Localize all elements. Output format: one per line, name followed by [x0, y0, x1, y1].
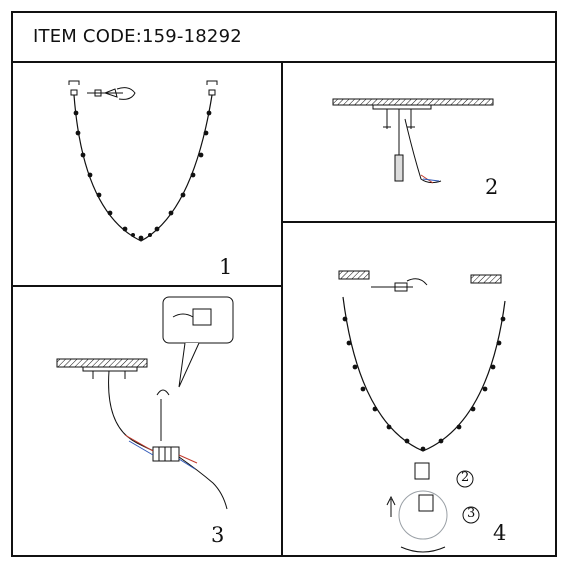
step-1-panel: 1 [13, 63, 283, 287]
drill-icon [394, 154, 404, 182]
wire-blue [128, 440, 154, 456]
item-code: ITEM CODE:159-18292 [33, 26, 242, 47]
step-2-number: 2 [485, 175, 499, 199]
right-hook [208, 89, 216, 96]
instruction-sheet: ITEM CODE:159-18292 [11, 11, 557, 557]
hand-icon [172, 313, 194, 318]
left-ceiling [338, 270, 370, 280]
step-2-panel: 2 [283, 63, 555, 223]
step-1-illustration [68, 80, 218, 242]
hand-icon [116, 87, 136, 100]
chain-beads [73, 110, 212, 241]
wire-blue [422, 178, 440, 182]
lamp-socket [414, 462, 430, 480]
ceiling [332, 98, 494, 106]
sub-step-marker-2 [456, 470, 474, 488]
step-3-panel: 3 [13, 287, 283, 555]
step-3-number: 3 [211, 523, 225, 547]
hand-icon-2 [156, 389, 170, 396]
step-2-illustration [332, 98, 494, 184]
hand-icon [406, 278, 428, 286]
right-ceiling [470, 274, 502, 284]
header: ITEM CODE:159-18292 [13, 13, 555, 63]
wire-red [124, 434, 154, 452]
ceiling [56, 358, 148, 368]
step-3-illustration [56, 296, 234, 510]
left-hook [70, 89, 78, 96]
rotate-arrow-icon [400, 546, 446, 553]
right-ceiling-bracket [206, 80, 218, 85]
glass-globe [398, 490, 448, 540]
lamp-cable [178, 456, 228, 510]
step-4-panel: 2 3 4 [283, 223, 555, 555]
step-4-number: 4 [493, 521, 507, 545]
left-ceiling-bracket [68, 80, 80, 85]
bead-chain [73, 94, 213, 242]
step-4-illustration [338, 270, 506, 553]
bead-chain [342, 296, 506, 452]
power-cable [108, 370, 164, 456]
canopy-plate [82, 366, 138, 372]
canopy-plate [372, 104, 432, 110]
chain-beads [342, 316, 506, 452]
power-cable [404, 118, 442, 184]
sub-step-marker-3 [462, 506, 480, 524]
up-arrow-icon [386, 495, 396, 517]
terminal-block-detail [192, 308, 212, 326]
sub-step-3-label: 3 [467, 506, 476, 521]
sub-step-2-label: 2 [461, 470, 470, 485]
terminal-block [152, 446, 180, 462]
step-1-number: 1 [219, 255, 233, 279]
